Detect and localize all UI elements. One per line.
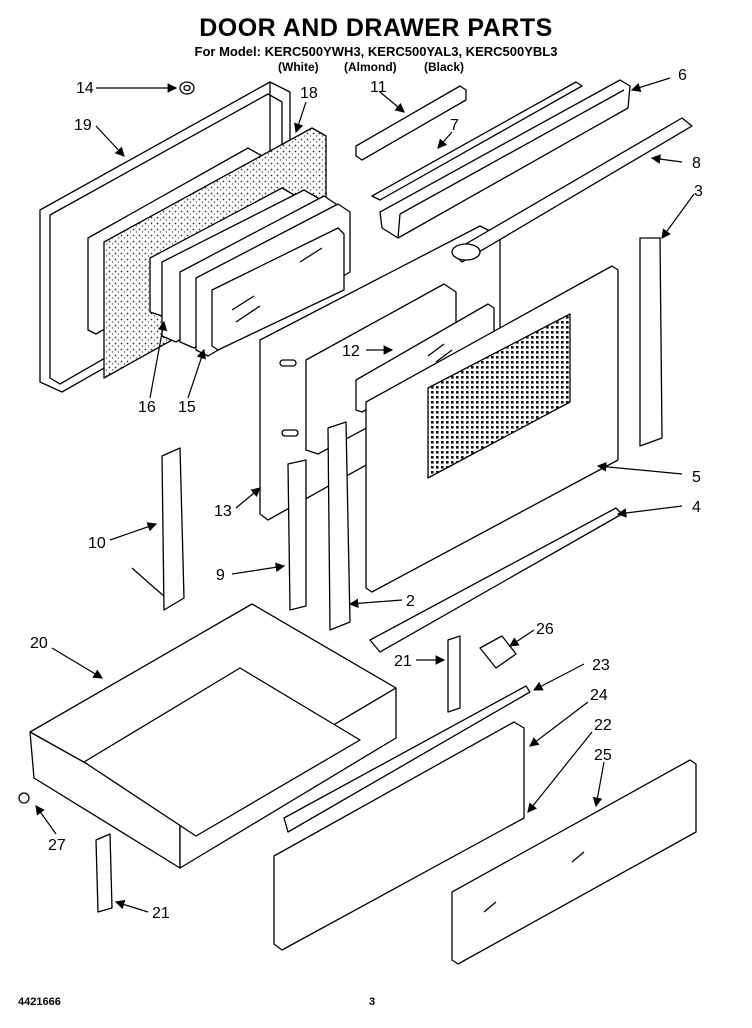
color-tag-almond: (Almond) xyxy=(344,60,397,74)
callout-14: 14 xyxy=(76,80,94,97)
callout-23: 23 xyxy=(592,657,610,674)
part-drawer-slide-left xyxy=(95,833,113,913)
part-side-trim xyxy=(639,237,663,447)
callout-19: 19 xyxy=(74,117,92,134)
page-number: 3 xyxy=(369,996,376,1008)
callout-15: 15 xyxy=(178,399,196,416)
callout-27: 27 xyxy=(48,837,66,854)
callout-18: 18 xyxy=(300,85,318,102)
part-outer-door-panel xyxy=(365,265,619,593)
callout-16: 16 xyxy=(138,399,156,416)
callout-26: 26 xyxy=(536,621,554,638)
part-bracket xyxy=(355,85,467,161)
callout-12: 12 xyxy=(342,343,360,360)
part-door-strip-right xyxy=(327,421,351,631)
callout-21-left: 21 xyxy=(152,905,170,922)
callout-4: 4 xyxy=(692,499,701,516)
part-top-trim xyxy=(379,79,631,239)
callout-13: 13 xyxy=(214,503,232,520)
callout-11: 11 xyxy=(370,79,387,96)
part-inner-glass-pack xyxy=(161,189,351,357)
callout-10: 10 xyxy=(88,535,106,552)
part-screw xyxy=(18,792,30,804)
callout-7: 7 xyxy=(450,117,459,134)
callout-20: 20 xyxy=(30,635,48,652)
color-tag-black: (Black) xyxy=(424,60,465,74)
document-code: 4421666 xyxy=(18,996,61,1008)
callout-6: 6 xyxy=(678,67,687,84)
callout-8: 8 xyxy=(692,155,701,172)
leader-lines xyxy=(35,77,695,913)
part-vent-strip xyxy=(371,81,583,201)
callout-22: 22 xyxy=(594,717,612,734)
callout-5: 5 xyxy=(692,469,701,486)
callout-numbers: 14 18 11 6 19 7 8 3 12 5 13 4 10 9 2 20 … xyxy=(30,67,703,922)
part-drawer-body xyxy=(29,603,397,869)
callout-24: 24 xyxy=(590,687,608,704)
callout-2: 2 xyxy=(406,593,415,610)
callout-9: 9 xyxy=(216,567,225,584)
part-door-hinge xyxy=(131,447,185,611)
part-door-strip-left xyxy=(287,459,307,611)
part-door-handle xyxy=(451,117,693,263)
callout-3: 3 xyxy=(694,183,703,200)
model-numbers-line: For Model: KERC500YWH3, KERC500YAL3, KER… xyxy=(194,44,558,59)
color-tag-white: (White) xyxy=(278,60,319,74)
part-drawer-slide-right xyxy=(447,635,461,713)
callout-21-right: 21 xyxy=(394,653,412,670)
part-drawer-glass xyxy=(451,759,697,965)
page-title: DOOR AND DRAWER PARTS xyxy=(199,14,553,42)
callout-25: 25 xyxy=(594,747,612,764)
part-drawer-connector xyxy=(479,635,517,669)
part-drawer-front xyxy=(273,721,525,951)
part-door-bumper xyxy=(179,81,195,95)
part-drawer-rail xyxy=(283,685,531,833)
